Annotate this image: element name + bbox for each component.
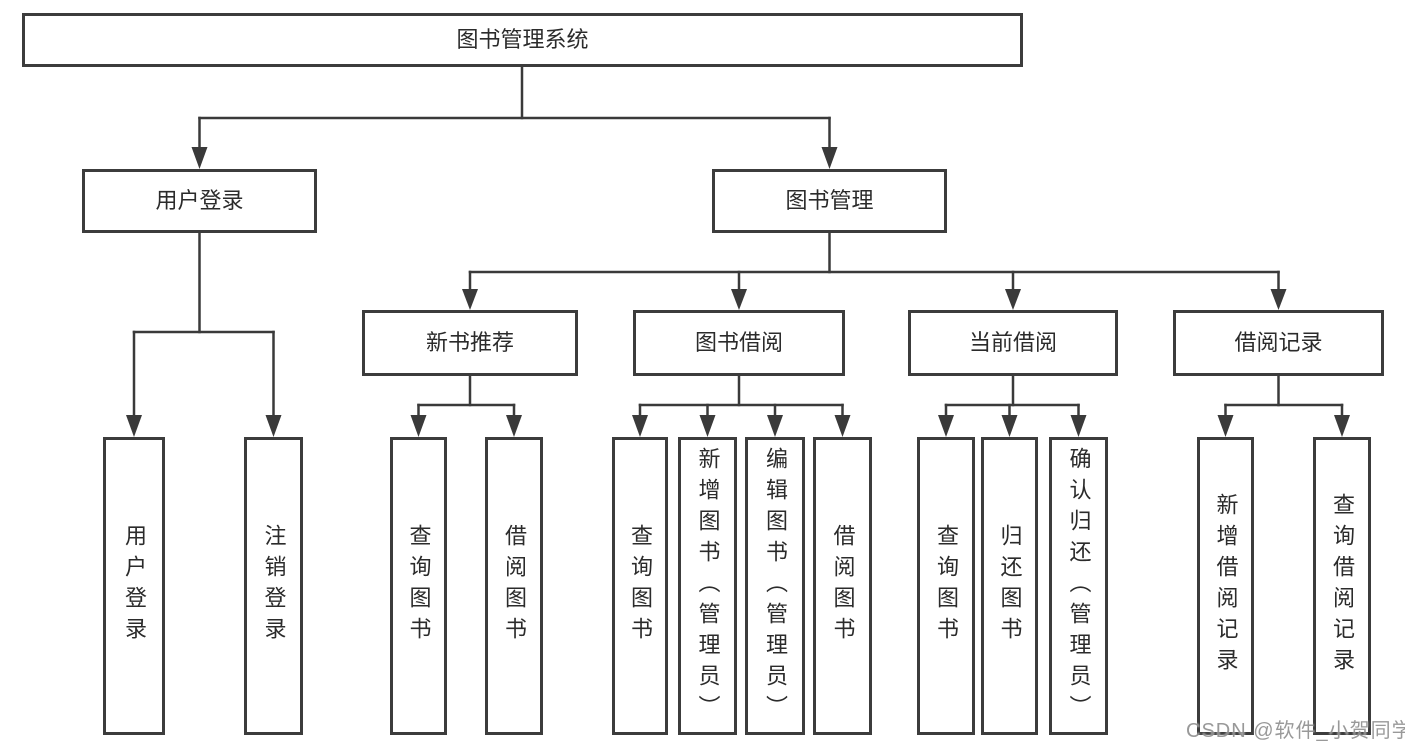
connector-borrow-records-branch [1217,374,1350,437]
connector-book-borrow-branch [632,374,851,437]
connector-root-to-level2 [191,65,838,169]
node-root: 图书管理系统 [22,13,1023,67]
node-book-mgmt: 图书管理 [712,169,947,233]
connector-new-book-rec-branch [410,374,522,437]
leaf-logout: 注销登录 [244,437,303,735]
leaf-borrow-edit-books-admin: 编辑图书（管理员） [745,437,805,735]
leaf-current-query-books: 查询图书 [917,437,975,735]
leaf-borrow-query-books: 查询图书 [612,437,668,735]
connector-book-mgmt-branch [462,231,1287,310]
leaf-rec-borrow-books: 借阅图书 [485,437,543,735]
node-borrow-records: 借阅记录 [1173,310,1384,376]
connector-current-borrow-branch [938,374,1087,437]
node-user-login: 用户登录 [82,169,317,233]
leaf-rec-query-books: 查询图书 [390,437,447,735]
leaf-user-login: 用户登录 [103,437,165,735]
node-book-borrow: 图书借阅 [633,310,845,376]
leaf-borrow-borrow-books: 借阅图书 [813,437,872,735]
leaf-records-query-record: 查询借阅记录 [1313,437,1371,735]
node-new-book-rec: 新书推荐 [362,310,578,376]
leaf-records-add-record: 新增借阅记录 [1197,437,1254,735]
node-current-borrow: 当前借阅 [908,310,1118,376]
connector-user-login-branch [126,231,282,437]
leaf-borrow-add-books-admin: 新增图书（管理员） [678,437,737,735]
leaf-current-confirm-return-admin: 确认归还（管理员） [1049,437,1108,735]
leaf-current-return-books: 归还图书 [981,437,1038,735]
csdn-watermark: CSDN @软件_小贺同学 [1186,720,1405,742]
